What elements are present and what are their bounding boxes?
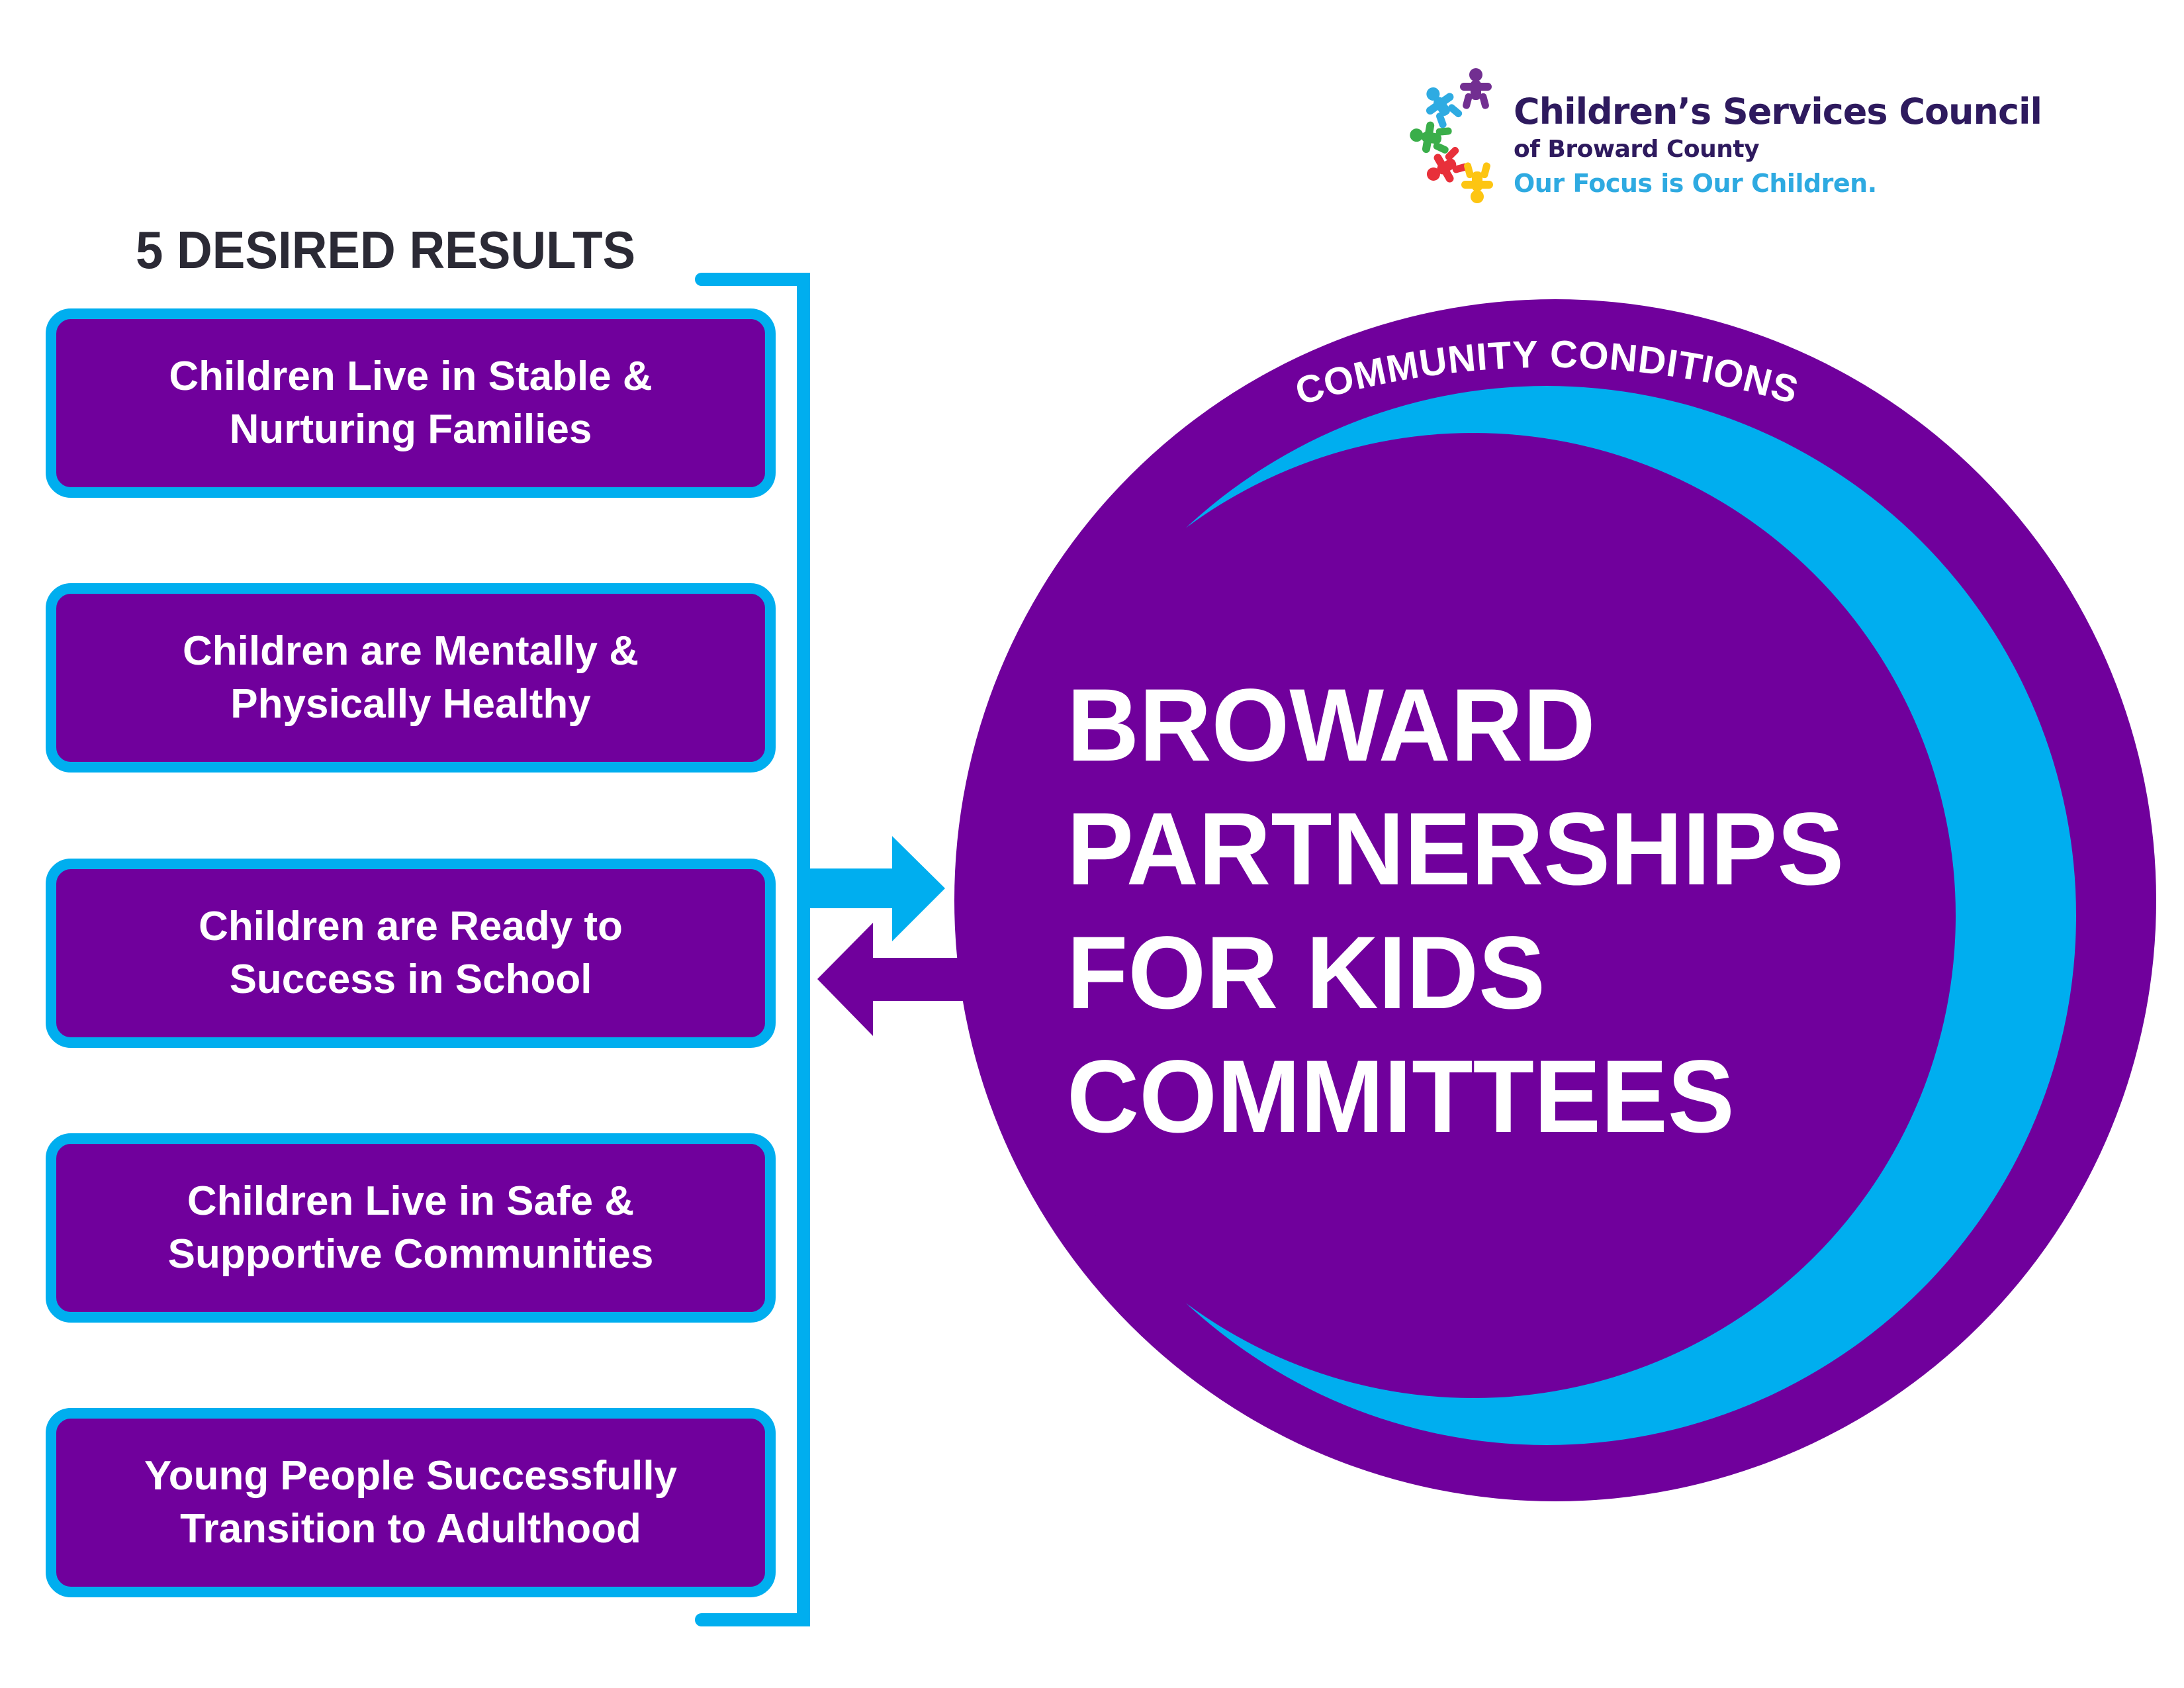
logo-figure xyxy=(1461,162,1493,203)
result-label: Young People Successfully Transition to … xyxy=(144,1453,678,1552)
arrow-right-icon xyxy=(803,836,945,941)
inner-circle xyxy=(991,433,1956,1398)
arrow-left-icon xyxy=(817,923,993,1036)
result-box-fill xyxy=(59,1147,762,1309)
csc-logo: Children’s Services Council of Broward C… xyxy=(1406,63,2134,215)
results-bracket xyxy=(695,273,810,1626)
title-line: BROWARD xyxy=(1067,668,1596,783)
result-box: Young People Successfully Transition to … xyxy=(46,1408,776,1597)
result-box-fill xyxy=(59,596,762,759)
children-figures-logo-icon xyxy=(1410,68,1493,203)
community-conditions-circle xyxy=(954,299,2156,1501)
result-box: Children Live in Safe & Supportive Commu… xyxy=(46,1133,776,1323)
result-box: Children are Ready to Success in School xyxy=(46,859,776,1048)
logo-county: of Broward County xyxy=(1514,136,1760,163)
result-box-fill xyxy=(59,322,762,485)
logo-org-name: Children’s Services Council xyxy=(1514,91,2042,132)
result-label: Children are Mentally & Physically Healt… xyxy=(182,628,639,727)
title-line: PARTNERSHIPS xyxy=(1067,792,1844,907)
result-label: Children are Ready to Success in School xyxy=(199,904,623,1002)
committee-title: BROWARD PARTNERSHIPS FOR KIDS COMMITTEES xyxy=(1067,664,1868,1159)
logo-tagline: Our Focus is Our Children. xyxy=(1514,169,1877,198)
result-box-fill xyxy=(59,1421,762,1584)
result-label: Children Live in Safe & Supportive Commu… xyxy=(167,1178,654,1277)
title-line: COMMITTEES xyxy=(1067,1039,1735,1154)
result-box: Children Live in Stable & Nurturing Fami… xyxy=(46,308,776,498)
logo-figure xyxy=(1410,121,1452,154)
result-box: Children are Mentally & Physically Healt… xyxy=(46,583,776,773)
desired-results-title: 5 DESIRED RESULTS xyxy=(136,220,636,279)
result-label: Children Live in Stable & Nurturing Fami… xyxy=(169,353,653,452)
result-box-fill xyxy=(59,872,762,1035)
title-line: FOR KIDS xyxy=(1067,915,1545,1031)
logo-figure xyxy=(1460,68,1492,109)
logo-figure xyxy=(1426,87,1463,128)
